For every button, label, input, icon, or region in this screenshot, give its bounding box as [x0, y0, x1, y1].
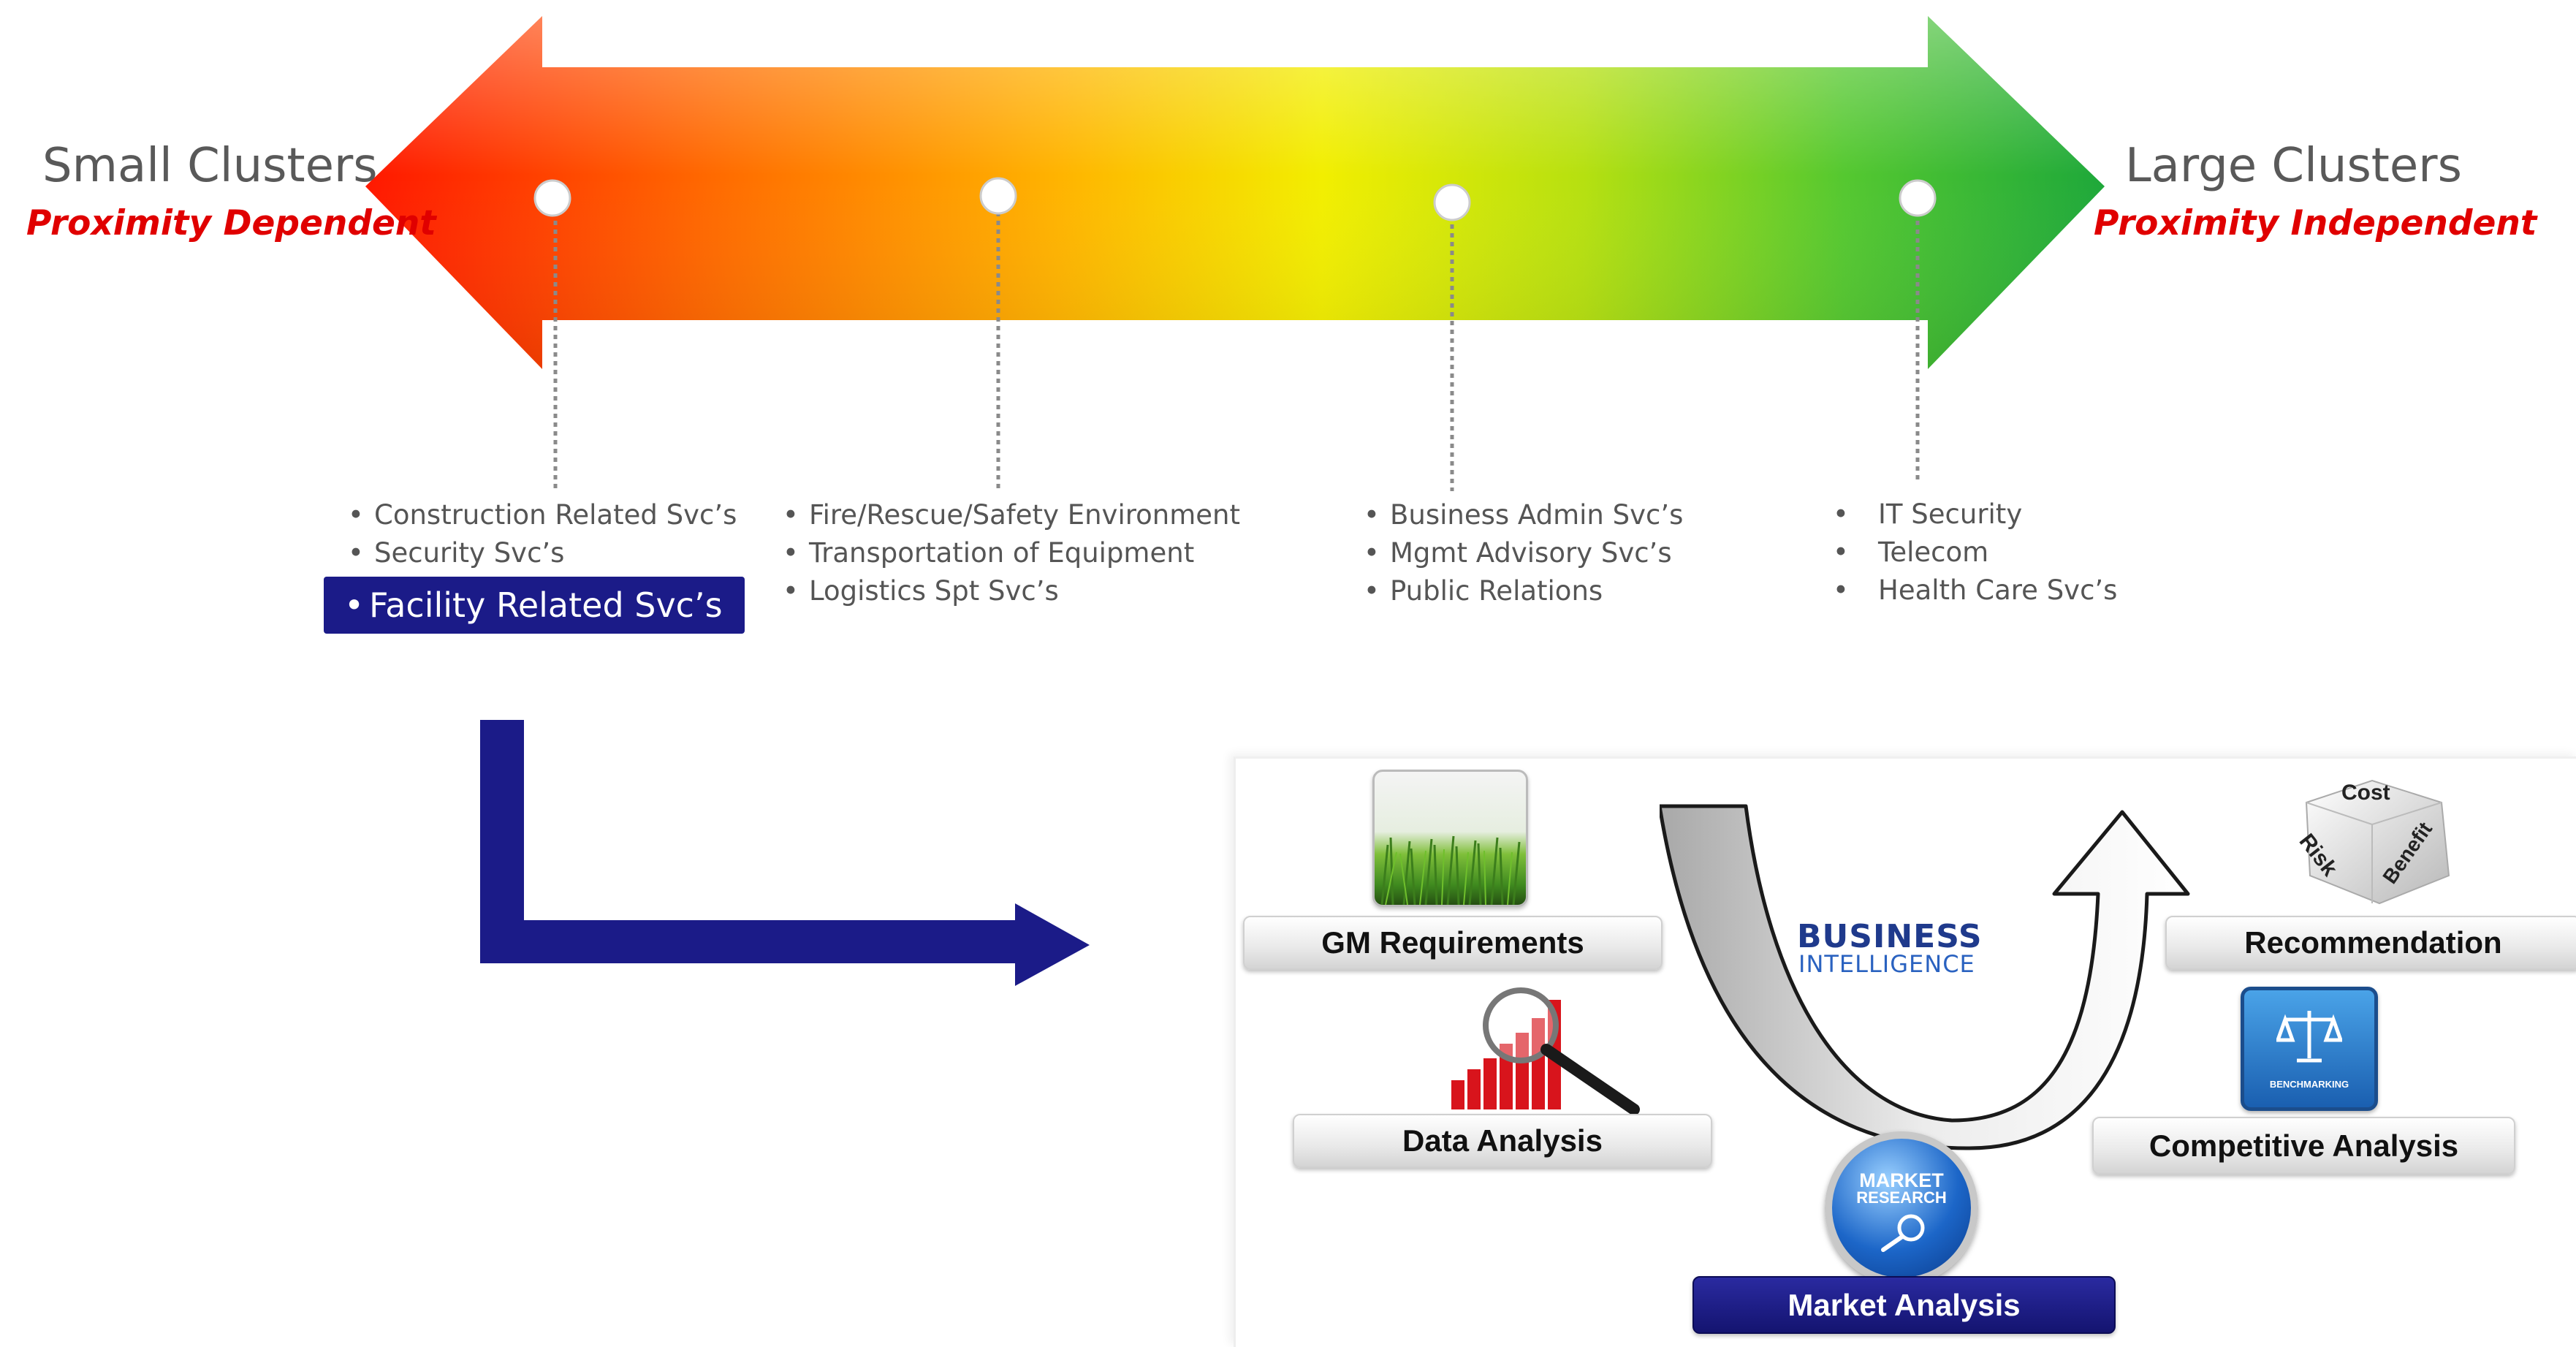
group-3-list: • Business Admin Svc’s • Mgmt Advisory Svc…: [1364, 496, 1683, 610]
marker-4: [1899, 179, 1937, 217]
large-clusters-subtitle: Proximity Independent: [2094, 203, 2537, 243]
list-item-label: Transportation of Equipment: [809, 537, 1195, 569]
bullet-icon: •: [344, 585, 365, 625]
bullet-icon: •: [1364, 575, 1380, 607]
list-item: • IT Security: [1833, 496, 2117, 534]
large-clusters-title: Large Clusters: [2125, 139, 2462, 193]
list-item-label: Business Admin Svc’s: [1390, 499, 1684, 531]
list-item-label: Public Relations: [1390, 575, 1603, 607]
business-intelligence-panel: GM Requirements Data Analysis BUSINESS I…: [1234, 756, 2576, 1347]
bullet-icon: •: [783, 499, 799, 531]
competitive-analysis-button[interactable]: Competitive Analysis: [2092, 1117, 2515, 1175]
facility-related-highlight: •Facility Related Svc’s: [324, 577, 745, 634]
market-research-badge-icon: MARKET RESEARCH: [1825, 1131, 1978, 1285]
bullet-icon: •: [1833, 574, 1849, 606]
list-item-label: IT Security: [1878, 498, 2023, 530]
list-item-label: Telecom: [1878, 536, 1989, 568]
bar-chart-magnifier-icon: [1451, 987, 1640, 1115]
magnifier-icon: [1881, 1214, 1925, 1252]
benchmarking-icon: BENCHMARKING: [2241, 987, 2378, 1111]
bullet-icon: •: [1833, 498, 1849, 530]
list-item: • Security Svc’s: [348, 534, 737, 572]
scales-icon: [2276, 1011, 2342, 1063]
recommendation-button[interactable]: Recommendation: [2165, 916, 2576, 970]
list-item: • Public Relations: [1364, 572, 1683, 610]
bi-title-business: BUSINESS: [1797, 918, 1983, 955]
list-item: • Transportation of Equipment: [783, 534, 1240, 572]
bullet-icon: •: [783, 537, 799, 569]
small-clusters-subtitle: Proximity Dependent: [26, 203, 436, 243]
list-item-label: Logistics Spt Svc’s: [809, 575, 1059, 607]
grass-blades-icon: [1380, 835, 1521, 905]
marker-2: [979, 177, 1017, 215]
benchmarking-label: BENCHMARKING: [2269, 1079, 2349, 1090]
market-analysis-button[interactable]: Market Analysis: [1692, 1276, 2116, 1334]
group-1-list: • Construction Related Svc’s • Security Sv…: [348, 496, 737, 572]
small-clusters-title: Small Clusters: [42, 139, 378, 193]
market-research-text-2: RESEARCH: [1856, 1188, 1947, 1207]
down-right-arrow: [480, 720, 1090, 986]
market-research-text-1: MARKET: [1859, 1169, 1944, 1191]
bi-title-intelligence: INTELLIGENCE: [1798, 950, 1975, 978]
list-item-label: Security Svc’s: [374, 537, 565, 569]
list-item-label: Mgmt Advisory Svc’s: [1390, 537, 1672, 569]
marker-1: [533, 179, 571, 217]
bullet-icon: •: [1364, 537, 1380, 569]
bullet-icon: •: [1364, 499, 1380, 531]
list-item-label: Health Care Svc’s: [1878, 574, 2118, 606]
group-4-list: • IT Security • Telecom • Health Care Svc’s: [1833, 496, 2117, 610]
list-item: • Logistics Spt Svc’s: [783, 572, 1240, 610]
u-turn-arrow-icon: [1660, 804, 2190, 1150]
marker-3: [1433, 183, 1471, 221]
grass-image: [1372, 770, 1528, 907]
list-item: • Fire/Rescue/Safety Environment: [783, 496, 1240, 534]
list-item: • Construction Related Svc’s: [348, 496, 737, 534]
list-item: • Mgmt Advisory Svc’s: [1364, 534, 1683, 572]
data-analysis-button[interactable]: Data Analysis: [1293, 1114, 1712, 1168]
list-item: • Health Care Svc’s: [1833, 572, 2117, 610]
list-item-label: Fire/Rescue/Safety Environment: [809, 499, 1240, 531]
spectrum-arrow: [365, 16, 2105, 491]
list-item-label: Construction Related Svc’s: [374, 499, 737, 531]
bullet-icon: •: [348, 537, 364, 569]
bullet-icon: •: [1833, 536, 1849, 568]
facility-related-label: Facility Related Svc’s: [369, 585, 723, 625]
gm-requirements-button[interactable]: GM Requirements: [1243, 916, 1663, 970]
list-item: • Business Admin Svc’s: [1364, 496, 1683, 534]
list-item: • Telecom: [1833, 534, 2117, 572]
bullet-icon: •: [348, 499, 364, 531]
group-2-list: • Fire/Rescue/Safety Environment • Transpo…: [783, 496, 1240, 610]
decision-dice-icon: Cost Risk Benefit: [2292, 773, 2463, 905]
dice-cost-label: Cost: [2341, 781, 2390, 805]
bullet-icon: •: [783, 575, 799, 607]
